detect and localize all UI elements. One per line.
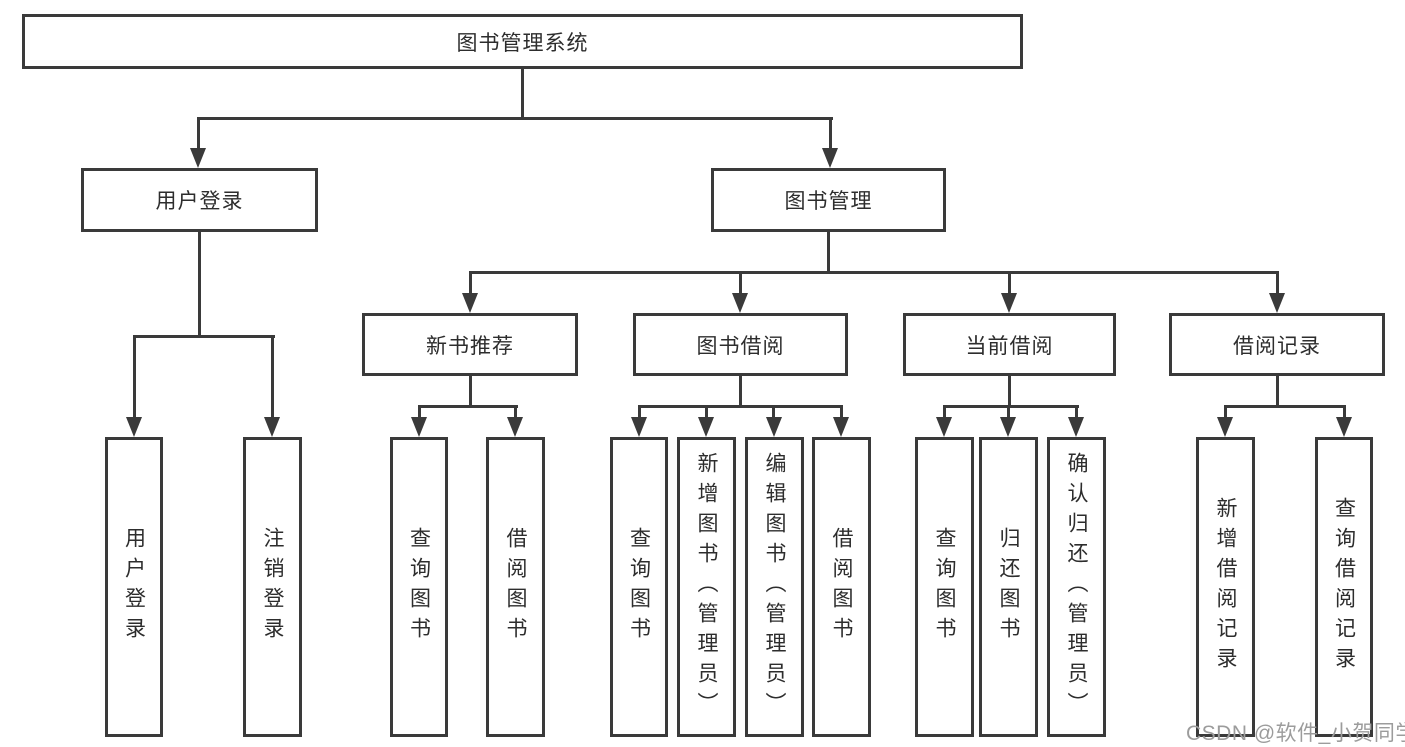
node-user-login: 用户登录	[81, 168, 318, 232]
connector-line	[197, 117, 200, 149]
leaf-add-borrow-record-label: 新增借阅记录	[1214, 497, 1237, 677]
node-user-login-label: 用户登录	[155, 190, 244, 213]
connector-line	[1224, 405, 1227, 418]
leaf-borrow-book-1-label: 借阅图书	[504, 527, 527, 647]
leaf-logout-label: 注销登录	[261, 527, 284, 647]
connector-line	[1276, 271, 1279, 294]
connector-line	[840, 405, 843, 418]
arrow-down-icon	[126, 417, 142, 437]
connector-line	[469, 375, 472, 408]
leaf-borrow-book-1: 借阅图书	[486, 437, 545, 737]
leaf-add-borrow-record: 新增借阅记录	[1196, 437, 1255, 737]
arrow-down-icon	[411, 417, 427, 437]
connector-line	[198, 232, 201, 338]
node-root: 图书管理系统	[22, 14, 1023, 69]
arrow-down-icon	[766, 417, 782, 437]
node-borrow-record-label: 借阅记录	[1233, 334, 1321, 358]
leaf-query-book-2-label: 查询图书	[627, 527, 651, 647]
connector-line	[469, 271, 472, 294]
leaf-borrow-book-2: 借阅图书	[812, 437, 871, 737]
connector-line	[521, 68, 524, 120]
arrow-down-icon	[1000, 417, 1016, 437]
arrow-down-icon	[631, 417, 647, 437]
node-current-borrow-label: 当前借阅	[965, 334, 1054, 358]
connector-line	[827, 232, 830, 274]
arrow-down-icon	[732, 293, 748, 313]
connector-line	[514, 405, 517, 418]
connector-line	[829, 117, 832, 149]
arrow-down-icon	[462, 293, 478, 313]
arrow-down-icon	[936, 417, 952, 437]
connector-line	[1224, 405, 1346, 408]
arrow-down-icon	[1336, 417, 1352, 437]
connector-line	[271, 335, 274, 418]
connector-line	[1007, 405, 1010, 418]
connector-line	[638, 405, 843, 408]
leaf-user-login-label: 用户登录	[122, 527, 146, 647]
node-book-borrow-label: 图书借阅	[696, 334, 785, 358]
connector-line	[943, 405, 946, 418]
leaf-query-book-1-label: 查询图书	[407, 527, 431, 647]
arrow-down-icon	[507, 417, 523, 437]
node-borrow-record: 借阅记录	[1169, 313, 1385, 376]
connector-line	[1075, 405, 1078, 418]
leaf-query-book-1: 查询图书	[390, 437, 448, 737]
node-new-book-recommend-label: 新书推荐	[426, 334, 514, 358]
arrow-down-icon	[1068, 417, 1084, 437]
connector-line	[1276, 375, 1279, 408]
arrow-down-icon	[1217, 417, 1233, 437]
node-book-borrow: 图书借阅	[633, 313, 848, 376]
leaf-query-borrow-record-label: 查询借阅记录	[1332, 497, 1356, 677]
connector-line	[1008, 271, 1011, 294]
arrow-down-icon	[698, 417, 714, 437]
connector-line	[469, 271, 1279, 274]
leaf-confirm-return-admin-label: 确认归还（管理员）	[1065, 452, 1088, 722]
connector-line	[772, 405, 775, 418]
leaf-add-book-admin-label: 新增图书（管理员）	[695, 452, 718, 722]
csdn-watermark: CSDN @软件_小贺同学	[1186, 722, 1405, 745]
arrow-down-icon	[822, 148, 838, 168]
leaf-edit-book-admin-label: 编辑图书（管理员）	[763, 452, 786, 722]
connector-line	[133, 335, 136, 418]
arrow-down-icon	[190, 148, 206, 168]
node-current-borrow: 当前借阅	[903, 313, 1116, 376]
arrow-down-icon	[264, 417, 280, 437]
connector-line	[197, 117, 833, 120]
connector-line	[638, 405, 641, 418]
connector-line	[418, 405, 518, 408]
leaf-add-book-admin: 新增图书（管理员）	[677, 437, 736, 737]
leaf-edit-book-admin: 编辑图书（管理员）	[745, 437, 804, 737]
node-root-label: 图书管理系统	[456, 31, 589, 55]
leaf-query-book-2: 查询图书	[610, 437, 668, 737]
connector-line	[133, 335, 275, 338]
node-book-management-label: 图书管理	[784, 190, 873, 213]
connector-line	[1008, 375, 1011, 408]
connector-line	[739, 271, 742, 294]
arrow-down-icon	[1269, 293, 1285, 313]
connector-line	[1343, 405, 1346, 418]
node-new-book-recommend: 新书推荐	[362, 313, 578, 376]
leaf-borrow-book-2-label: 借阅图书	[830, 527, 853, 647]
leaf-return-book-label: 归还图书	[997, 527, 1020, 647]
connector-line	[943, 405, 1079, 408]
connector-line	[705, 405, 708, 418]
leaf-user-login: 用户登录	[105, 437, 163, 737]
connector-line	[418, 405, 421, 418]
leaf-query-book-3-label: 查询图书	[933, 527, 956, 647]
leaf-return-book: 归还图书	[979, 437, 1038, 737]
connector-line	[739, 375, 742, 408]
leaf-logout: 注销登录	[243, 437, 302, 737]
arrow-down-icon	[833, 417, 849, 437]
leaf-confirm-return-admin: 确认归还（管理员）	[1047, 437, 1106, 737]
node-book-management: 图书管理	[711, 168, 946, 232]
arrow-down-icon	[1001, 293, 1017, 313]
leaf-query-book-3: 查询图书	[915, 437, 974, 737]
leaf-query-borrow-record: 查询借阅记录	[1315, 437, 1373, 737]
